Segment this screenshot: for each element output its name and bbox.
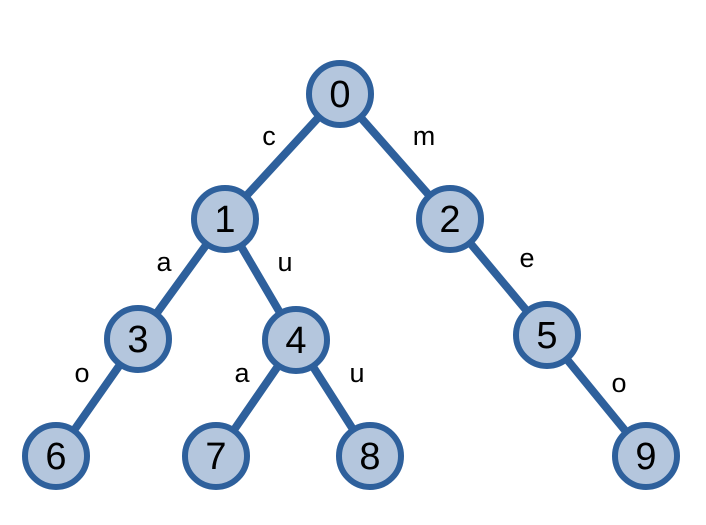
node-7-label: 7 <box>205 436 226 478</box>
node-7-circle <box>182 422 250 490</box>
edge-label-1-3: a <box>156 247 172 277</box>
edge-label-3-6: o <box>74 358 89 388</box>
edge-label-2-5: e <box>519 243 534 273</box>
node-1-label: 1 <box>214 199 235 241</box>
node-9-label: 9 <box>635 436 656 478</box>
node-3-circle <box>104 305 172 373</box>
nodes: 0 1 2 3 4 5 6 7 <box>22 60 680 490</box>
node-7: 7 <box>182 422 250 490</box>
node-0-label: 0 <box>329 74 350 116</box>
node-9-circle <box>612 422 680 490</box>
node-6-label: 6 <box>45 436 66 478</box>
edge-label-4-7: a <box>234 358 250 388</box>
node-8-label: 8 <box>359 436 380 478</box>
edge-label-0-2: m <box>413 121 436 151</box>
node-2: 2 <box>416 185 484 253</box>
node-0: 0 <box>306 60 374 128</box>
node-6: 6 <box>22 422 90 490</box>
node-4-label: 4 <box>285 320 306 362</box>
edge-label-0-1: c <box>262 121 276 151</box>
node-5-label: 5 <box>536 315 557 357</box>
node-6-circle <box>22 422 90 490</box>
node-8-circle <box>336 422 404 490</box>
node-2-circle <box>416 185 484 253</box>
edge-label-5-9: o <box>611 368 626 398</box>
node-0-circle <box>306 60 374 128</box>
node-4-circle <box>262 306 330 374</box>
node-3-label: 3 <box>127 319 148 361</box>
node-4: 4 <box>262 306 330 374</box>
node-2-label: 2 <box>439 199 460 241</box>
node-1: 1 <box>191 185 259 253</box>
node-3: 3 <box>104 305 172 373</box>
edge-label-1-4: u <box>277 247 292 277</box>
edges <box>52 91 650 459</box>
node-1-circle <box>191 185 259 253</box>
node-8: 8 <box>336 422 404 490</box>
edge-labels: c m a u e o a u o <box>74 121 626 398</box>
node-9: 9 <box>612 422 680 490</box>
node-5-circle <box>513 301 581 369</box>
edge-label-4-8: u <box>349 358 364 388</box>
node-5: 5 <box>513 301 581 369</box>
